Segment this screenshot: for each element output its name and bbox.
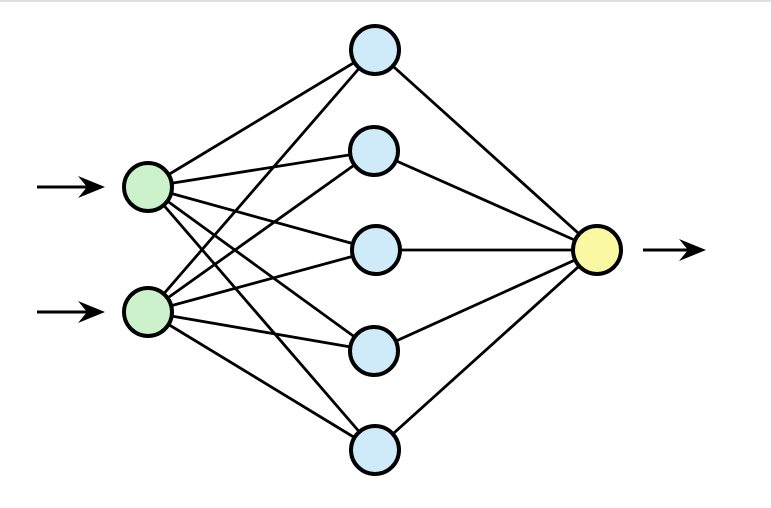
edge-h2-o1 xyxy=(373,149,598,252)
edge-i2-h5 xyxy=(147,310,376,452)
edge-i2-h3 xyxy=(147,248,377,314)
input-arrow-1-head xyxy=(78,176,105,198)
input-arrow-2-head xyxy=(78,301,105,323)
edge-h1-o1 xyxy=(374,48,598,252)
edge-i1-h1 xyxy=(147,48,376,189)
hidden-node-5 xyxy=(349,424,401,476)
edge-h5-o1 xyxy=(374,248,598,452)
edge-i2-h4 xyxy=(147,310,375,353)
hidden-node-3 xyxy=(350,224,402,276)
edge-h4-o1 xyxy=(373,248,598,353)
edge-i1-h2 xyxy=(147,149,375,189)
input-node-1 xyxy=(122,161,174,213)
hidden-node-2 xyxy=(348,125,400,177)
top-border-line xyxy=(0,0,771,2)
hidden-node-4 xyxy=(348,325,400,377)
edge-i2-h1 xyxy=(146,49,377,313)
edge-i1-h5 xyxy=(146,186,377,451)
input-node-2 xyxy=(122,286,174,338)
output-arrow-head xyxy=(679,239,706,261)
output-node xyxy=(571,224,623,276)
edge-i1-h3 xyxy=(147,185,377,252)
edge-i1-h4 xyxy=(147,185,375,353)
edge-i2-h2 xyxy=(147,149,375,314)
hidden-node-1 xyxy=(349,24,401,76)
